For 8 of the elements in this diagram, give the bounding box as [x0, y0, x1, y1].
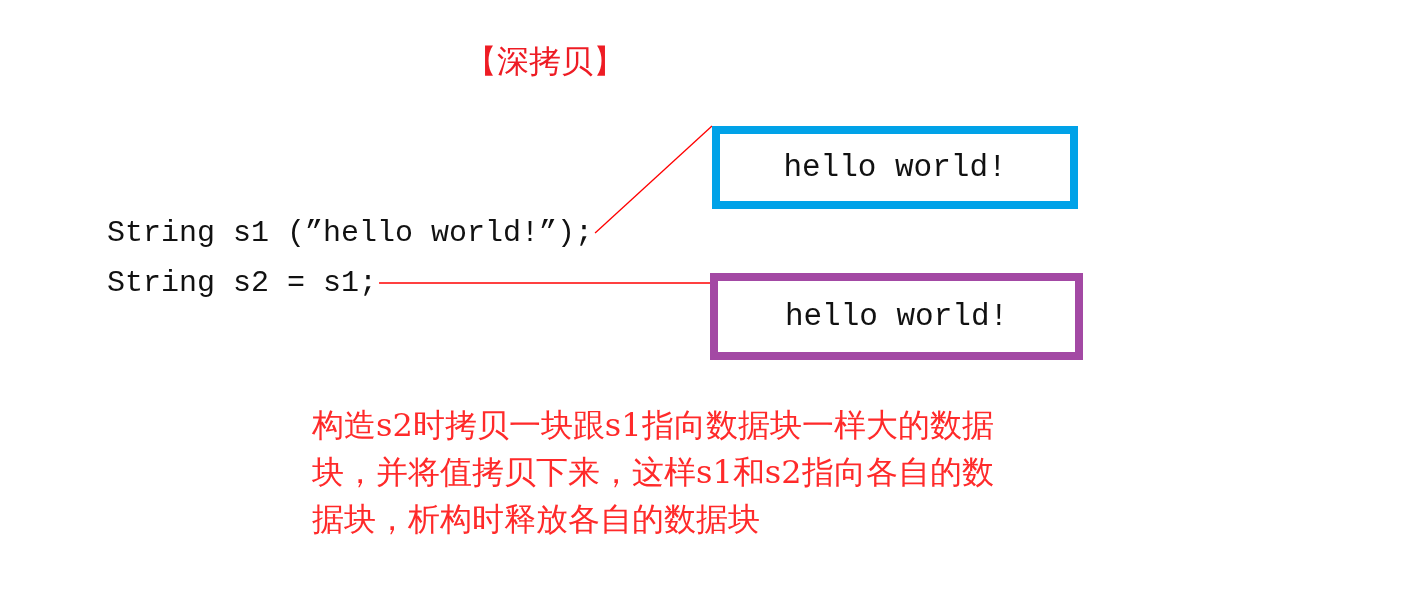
heading: 【深拷贝】 [465, 41, 625, 82]
leader-line [594, 125, 713, 234]
memory-box: hello world! [710, 273, 1083, 360]
note-text: 构造s2时拷贝一块跟s1指向数据块一样大的数据块，并将值拷贝下来，这样s1和s2指向各自的数据块，析构时释放各自的数据块 [312, 405, 995, 540]
code-line: String s2 = s1; [107, 266, 378, 300]
code-line: String s1 (”hello world!”); [107, 216, 594, 250]
memory-box: hello world! [712, 126, 1078, 209]
leader-line [378, 282, 711, 284]
